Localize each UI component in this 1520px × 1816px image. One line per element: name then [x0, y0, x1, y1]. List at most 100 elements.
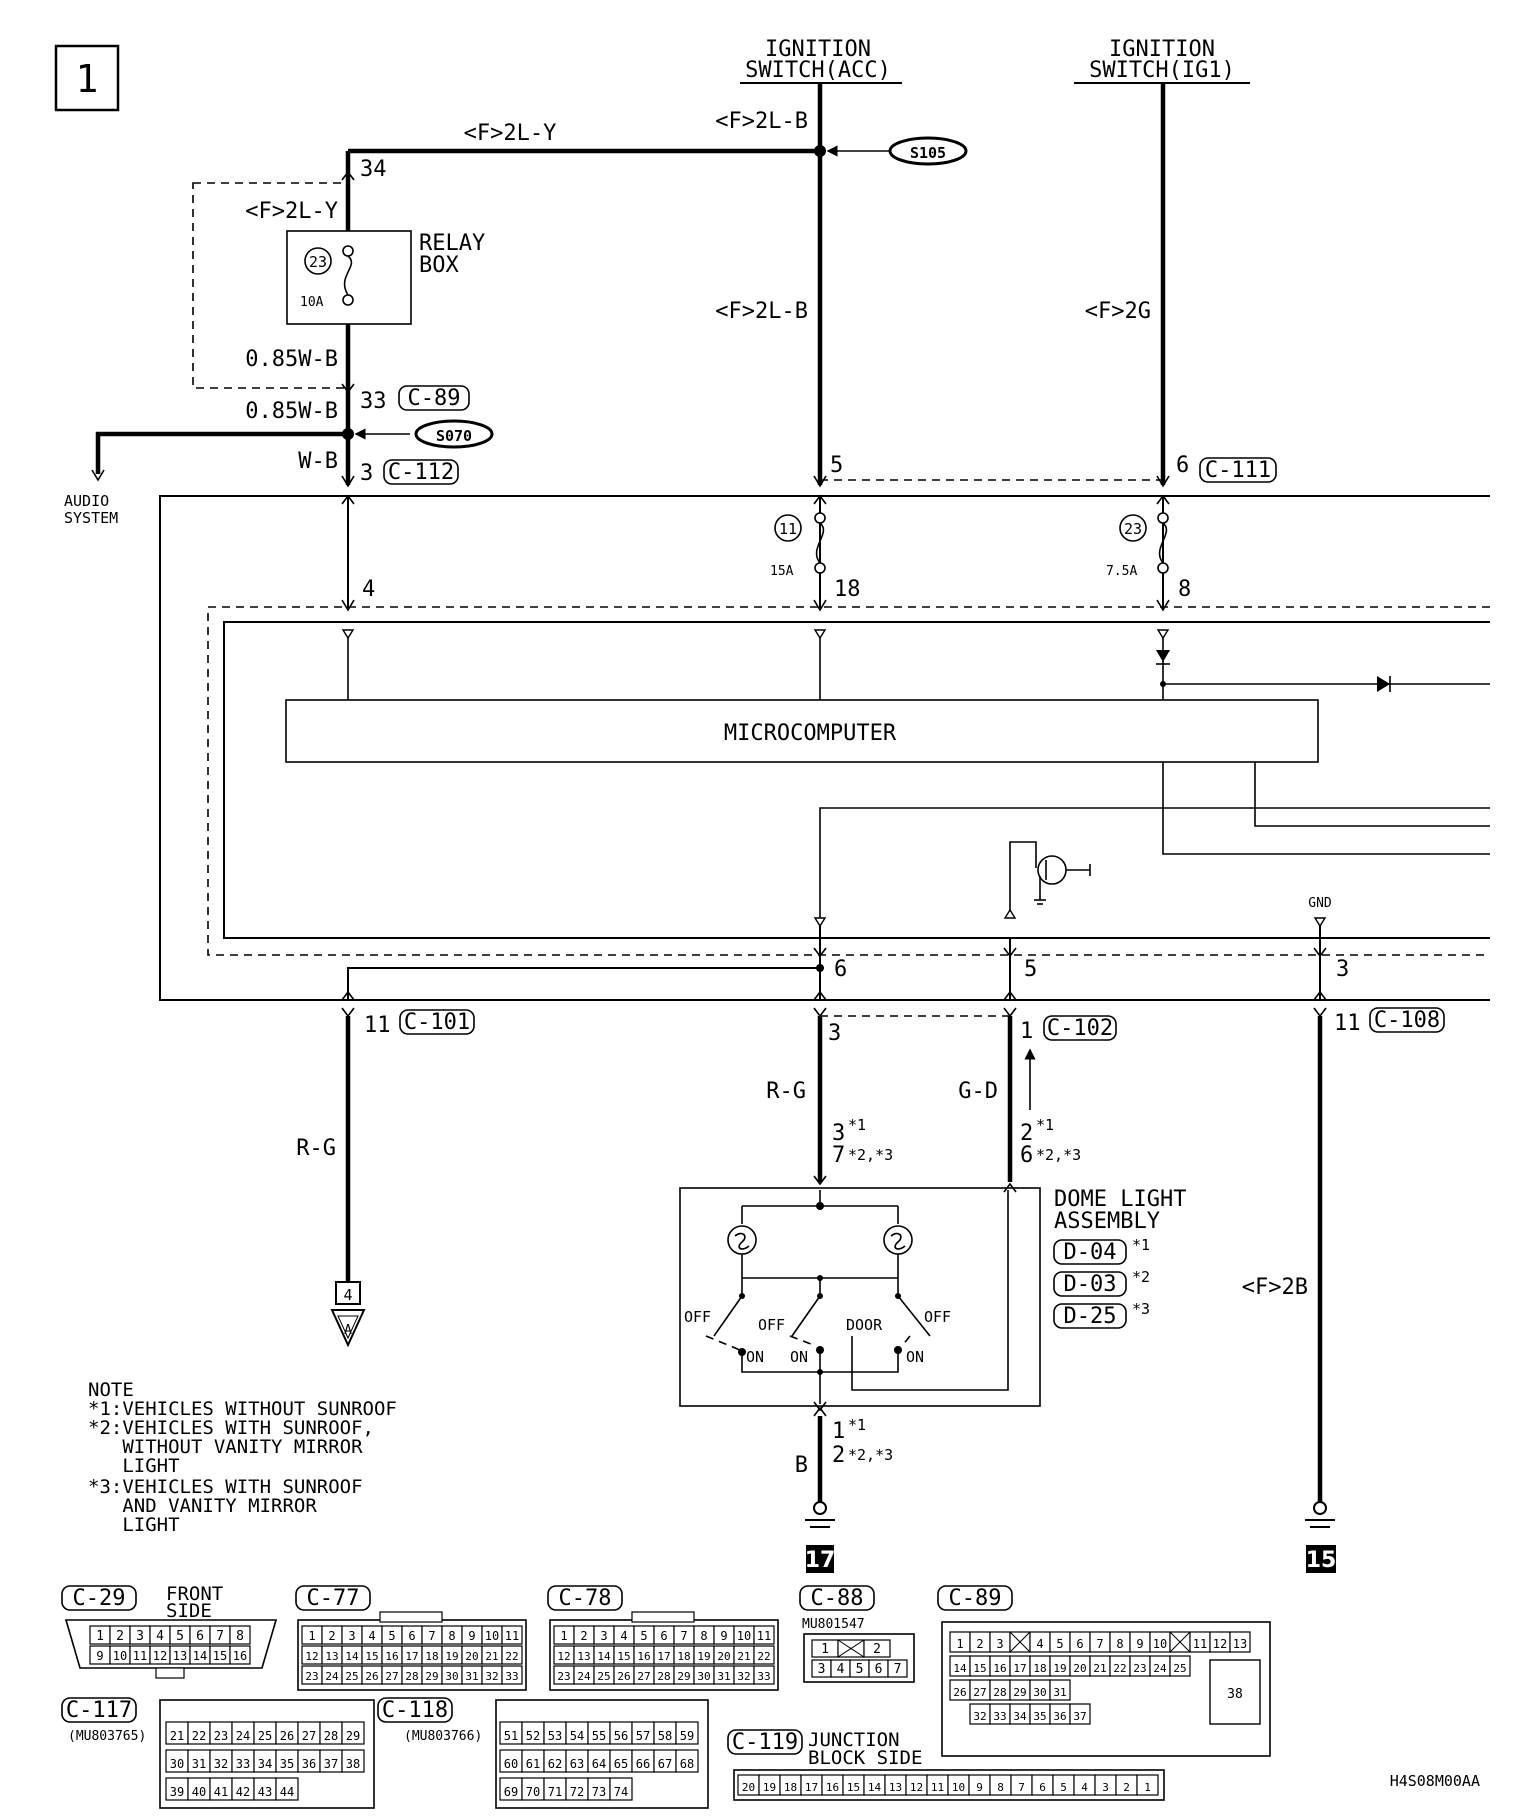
c88-pin: 2 [873, 1642, 881, 1657]
c29-pin: 7 [216, 1629, 224, 1644]
c118-pin: 56 [614, 1729, 628, 1743]
connector-c89-label: C-89 [408, 386, 461, 411]
c77-pin: 12 [305, 1650, 318, 1663]
switch-off-3: OFF [924, 1308, 951, 1326]
c77-pin: 11 [505, 1629, 519, 1643]
c78-pin: 10 [737, 1629, 751, 1643]
c78-pin: 13 [577, 1650, 590, 1663]
c119-pin: 3 [1102, 1781, 1109, 1794]
note-line-2: *2:VEHICLES WITH SUNROOF, [88, 1417, 374, 1439]
c89-pin: 3 [996, 1637, 1003, 1651]
c118-tag [377, 1697, 453, 1723]
c117-tag [61, 1697, 137, 1723]
etacs-inner-outline [223, 621, 1490, 939]
c77-pin: 21 [485, 1650, 498, 1663]
relay-fuse-amp: 10A [300, 295, 324, 310]
c77-pin: 14 [345, 1650, 359, 1663]
audio-system-label-1: AUDIO [64, 492, 109, 510]
c118-pin: 72 [570, 1785, 584, 1799]
c117-pin: 28 [324, 1729, 338, 1743]
splice-s105 [888, 136, 968, 166]
c117-pin: 42 [236, 1785, 250, 1799]
c89-pin: 19 [1053, 1662, 1066, 1675]
c89-blank [1009, 1631, 1031, 1653]
c29-pin: 11 [133, 1649, 147, 1663]
fuse-23-number: 23 [1124, 520, 1142, 538]
c118-pin: 71 [548, 1785, 562, 1799]
pin-11-c101: 11 [364, 1013, 391, 1038]
c88-cell [863, 1639, 891, 1658]
c78-pin: 26 [617, 1670, 630, 1683]
c78-pin: 3 [600, 1629, 607, 1643]
c89-pin: 12 [1213, 1637, 1227, 1651]
note-line-3: WITHOUT VANITY MIRROR [88, 1436, 363, 1458]
dome-pin-3-note: *1 [848, 1116, 866, 1134]
pin-6-ig1: 6 [1176, 453, 1189, 478]
c119-pin: 15 [847, 1781, 860, 1794]
c89-pin: 6 [1076, 1637, 1083, 1651]
c119-pin: 14 [868, 1781, 882, 1794]
c118-pin: 73 [592, 1785, 606, 1799]
c89-pin: 33 [993, 1710, 1006, 1723]
c89-cell [1069, 1703, 1091, 1725]
c88-tag [799, 1585, 875, 1611]
connector-d03-note: *2 [1132, 1268, 1150, 1286]
c77-pin: 22 [505, 1650, 518, 1663]
c78-pin: 16 [637, 1650, 650, 1663]
c89-pin: 32 [973, 1710, 986, 1723]
c119-tag [727, 1729, 803, 1755]
c29-pin: 10 [113, 1649, 127, 1663]
c77-pin: 8 [448, 1629, 455, 1643]
c78-pin: 15 [617, 1650, 630, 1663]
ign-acc-label-1: IGNITION [765, 37, 871, 62]
relay-box-label-2: BOX [419, 253, 459, 278]
ign-acc-label-2: SWITCH(ACC) [745, 58, 891, 83]
pin-3-c112: 3 [360, 461, 373, 486]
c118-cell [609, 1777, 633, 1801]
switch-off-1: OFF [684, 1308, 711, 1326]
c78-pin: 21 [737, 1650, 750, 1663]
c89-pin: 23 [1133, 1662, 1146, 1675]
c119-cell [1136, 1774, 1159, 1796]
c78-pin: 23 [557, 1670, 570, 1683]
c88-pin: 1 [821, 1642, 829, 1657]
c77-pin: 27 [385, 1670, 398, 1683]
c77-pin: 4 [368, 1629, 375, 1643]
splice-s070-label: S070 [436, 427, 472, 445]
c89-pin: 18 [1033, 1662, 1046, 1675]
ground-15-box [1306, 1545, 1336, 1573]
c119-caption-2: BLOCK SIDE [808, 1747, 922, 1769]
c77-pin: 16 [385, 1650, 398, 1663]
c89-pin: 29 [1013, 1686, 1026, 1699]
note-line-5: *3:VEHICLES WITH SUNROOF [88, 1476, 363, 1498]
dome-light-assembly [679, 1187, 1041, 1407]
pin-5-out: 5 [1024, 957, 1037, 982]
pin-33: 33 [360, 389, 387, 414]
c78-pin: 22 [757, 1650, 770, 1663]
c118-cell [675, 1721, 699, 1745]
c118-pin: 54 [570, 1729, 584, 1743]
switch-on-3: ON [906, 1348, 924, 1366]
c77-pin: 33 [505, 1670, 518, 1683]
c78-pin: 32 [737, 1670, 750, 1683]
c118-pin: 65 [614, 1757, 628, 1771]
connector-c101-label: C-101 [404, 1010, 470, 1035]
c29-pin: 4 [156, 1629, 164, 1644]
pin-6-out: 6 [834, 957, 847, 982]
c29-pin: 5 [176, 1629, 184, 1644]
c117-cell [341, 1721, 365, 1745]
c117-pin: 44 [280, 1785, 294, 1799]
ref-triangle-A[interactable] [330, 1309, 366, 1348]
fuse-11-amp: 15A [770, 564, 794, 579]
c77-pin: 7 [428, 1629, 435, 1643]
note-line-4: LIGHT [88, 1455, 180, 1477]
c29-pin: 12 [153, 1649, 167, 1663]
wire-relay-out-label: 0.85W-B [245, 347, 338, 372]
connector-c111-label: C-111 [1205, 458, 1271, 483]
c119-pin: 12 [910, 1781, 923, 1794]
pin-3-gnd: 3 [1336, 957, 1349, 982]
c89-pin: 27 [973, 1686, 986, 1699]
c29-caption-2: SIDE [166, 1600, 212, 1622]
switch-on-2: ON [790, 1348, 808, 1366]
c119-pin: 13 [889, 1781, 902, 1794]
